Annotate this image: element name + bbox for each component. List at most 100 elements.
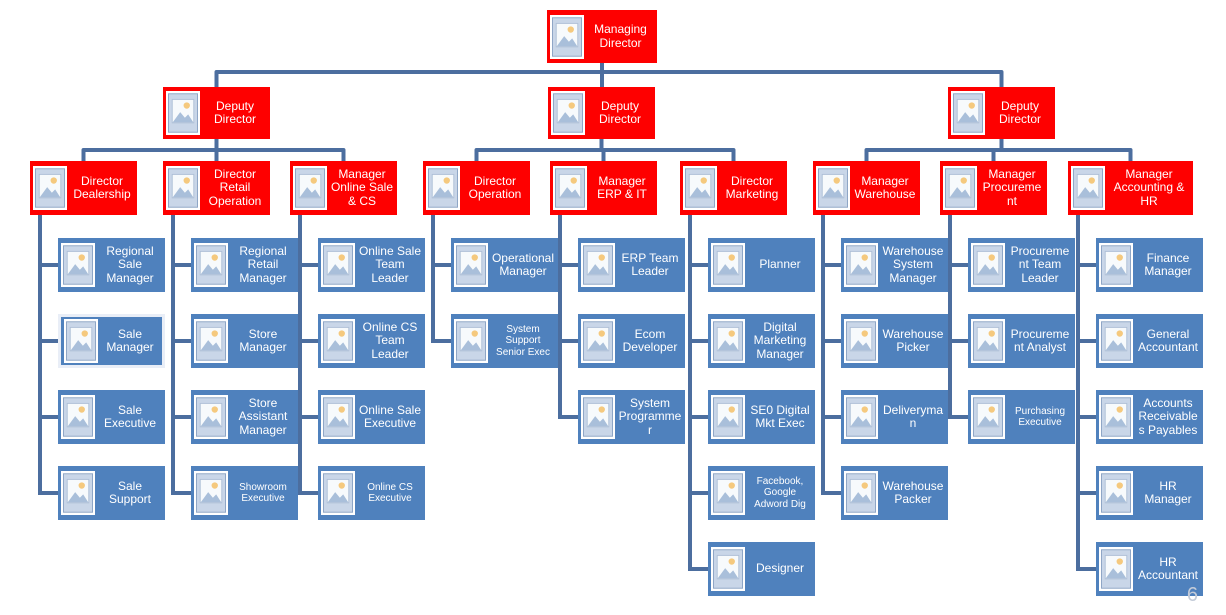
node-planner[interactable]: Planner	[708, 238, 815, 292]
node-online-sale-executive[interactable]: Online Sale Executive	[318, 390, 425, 444]
org-node-label: Sale Support	[108, 478, 152, 506]
node-purchasing-executive[interactable]: Purchasing Executive	[968, 390, 1075, 444]
org-node-label: Regional Retail Manager	[239, 243, 287, 285]
node-online-cs-executive[interactable]: Online CS Executive	[318, 466, 425, 520]
picture-placeholder-icon	[321, 395, 355, 439]
org-node-label: Store Manager	[239, 326, 287, 354]
node-manager-erp-it[interactable]: Manager ERP & IT	[550, 161, 657, 215]
node-deputy-director[interactable]: Deputy Director	[948, 87, 1055, 139]
node-manager-procurement[interactable]: Manager Procurement	[940, 161, 1047, 215]
node-procurement-analyst[interactable]: Procurement Analyst	[968, 314, 1075, 368]
node-deputy-director[interactable]: Deputy Director	[548, 87, 655, 139]
node-online-cs-team-leader[interactable]: Online CS Team Leader	[318, 314, 425, 368]
node-manager-online-sale-cs[interactable]: Manager Online Sale & CS	[290, 161, 397, 215]
picture-placeholder-icon	[64, 319, 98, 363]
node-deliveryman[interactable]: Deliveryman	[841, 390, 948, 444]
picture-placeholder-icon	[33, 166, 67, 210]
node-designer[interactable]: Designer	[708, 542, 815, 596]
org-node-label: Regional Sale Manager	[106, 243, 154, 285]
node-sale-manager[interactable]: Sale Manager	[58, 314, 165, 368]
node-facebook-google-adword-dig[interactable]: Facebook, Google Adword Dig	[708, 466, 815, 520]
picture-placeholder-icon	[293, 166, 327, 210]
node-se0-digital-mkt-exec[interactable]: SE0 Digital Mkt Exec	[708, 390, 815, 444]
org-node-label: Director Retail Operation	[208, 166, 262, 208]
node-regional-sale-manager[interactable]: Regional Sale Manager	[58, 238, 165, 292]
org-node-label: ERP Team Leader	[621, 250, 679, 278]
org-node-label: System Programmer	[618, 395, 682, 437]
picture-placeholder-icon	[971, 319, 1005, 363]
node-manager-accounting-hr[interactable]: Manager Accounting & HR	[1068, 161, 1193, 215]
node-erp-team-leader[interactable]: ERP Team Leader	[578, 238, 685, 292]
node-operational-manager[interactable]: Operational Manager	[451, 238, 558, 292]
picture-placeholder-icon	[951, 91, 985, 135]
org-node-label: Deputy Director	[213, 98, 256, 126]
org-node-label: Manager Online Sale & CS	[330, 166, 394, 208]
org-node-label: Warehouse System Manager	[882, 243, 944, 285]
node-system-programmer[interactable]: System Programmer	[578, 390, 685, 444]
node-store-manager[interactable]: Store Manager	[191, 314, 298, 368]
picture-placeholder-icon	[581, 395, 615, 439]
org-node-label: Warehouse Packer	[882, 478, 944, 506]
org-node-label: Manager Procurement	[982, 166, 1042, 208]
node-hr-manager[interactable]: HR Manager	[1096, 466, 1203, 520]
node-warehouse-packer[interactable]: Warehouse Packer	[841, 466, 948, 520]
slide-page-number: 6	[1186, 584, 1198, 606]
node-regional-retail-manager[interactable]: Regional Retail Manager	[191, 238, 298, 292]
org-node-label: Operational Manager	[491, 250, 555, 278]
org-node-label: Purchasing Executive	[1014, 405, 1066, 428]
picture-placeholder-icon	[321, 243, 355, 287]
org-node-label: Manager ERP & IT	[597, 173, 647, 201]
node-hr-accountant[interactable]: HR Accountant	[1096, 542, 1203, 596]
node-warehouse-system-manager[interactable]: Warehouse System Manager	[841, 238, 948, 292]
picture-placeholder-icon	[971, 395, 1005, 439]
node-showroom-executive[interactable]: Showroom Executive	[191, 466, 298, 520]
org-node-label: Online CS Team Leader	[362, 319, 418, 361]
picture-placeholder-icon	[711, 319, 745, 363]
picture-placeholder-icon	[194, 395, 228, 439]
node-finance-manager[interactable]: Finance Manager	[1096, 238, 1203, 292]
org-node-label: Digital Marketing Manager	[753, 319, 807, 361]
picture-placeholder-icon	[194, 471, 228, 515]
node-ecom-developer[interactable]: Ecom Developer	[578, 314, 685, 368]
node-director-operation[interactable]: Director Operation	[423, 161, 530, 215]
node-deputy-director[interactable]: Deputy Director	[163, 87, 270, 139]
node-online-sale-team-leader[interactable]: Online Sale Team Leader	[318, 238, 425, 292]
picture-placeholder-icon	[61, 471, 95, 515]
node-managing-director[interactable]: Managing Director	[547, 10, 657, 63]
node-store-assistant-manager[interactable]: Store Assistant Manager	[191, 390, 298, 444]
picture-placeholder-icon	[551, 91, 585, 135]
org-node-label: Procurement Analyst	[1010, 326, 1070, 354]
node-warehouse-picker[interactable]: Warehouse Picker	[841, 314, 948, 368]
org-node-label: Designer	[755, 561, 805, 576]
picture-placeholder-icon	[971, 243, 1005, 287]
node-director-retail-operation[interactable]: Director Retail Operation	[163, 161, 270, 215]
node-sale-support[interactable]: Sale Support	[58, 466, 165, 520]
org-node-label: Planner	[759, 257, 801, 272]
picture-placeholder-icon	[1099, 243, 1133, 287]
picture-placeholder-icon	[683, 166, 717, 210]
picture-placeholder-icon	[1099, 395, 1133, 439]
org-node-label: Director Operation	[468, 173, 522, 201]
org-node-label: System Support Senior Exec	[496, 324, 550, 358]
org-node-label: Warehouse Picker	[882, 326, 944, 354]
node-general-accountant[interactable]: General Accountant	[1096, 314, 1203, 368]
node-digital-marketing-manager[interactable]: Digital Marketing Manager	[708, 314, 815, 368]
picture-placeholder-icon	[1099, 547, 1133, 591]
node-procurement-team-leader[interactable]: Procurement Team Leader	[968, 238, 1075, 292]
node-manager-warehouse[interactable]: Manager Warehouse	[813, 161, 920, 215]
org-node-label: Managing Director	[594, 22, 647, 50]
picture-placeholder-icon	[711, 395, 745, 439]
org-node-label: Ecom Developer	[622, 326, 678, 354]
picture-placeholder-icon	[844, 243, 878, 287]
node-accounts-receivables-payables[interactable]: Accounts Receivables Payables	[1096, 390, 1203, 444]
node-sale-executive[interactable]: Sale Executive	[58, 390, 165, 444]
org-node-label: HR Accountant	[1137, 554, 1199, 582]
node-director-marketing[interactable]: Director Marketing	[680, 161, 787, 215]
node-system-support-senior-exec[interactable]: System Support Senior Exec	[451, 314, 558, 368]
picture-placeholder-icon	[581, 319, 615, 363]
org-node-label: Deputy Director	[998, 98, 1041, 126]
node-director-dealership[interactable]: Director Dealership	[30, 161, 137, 215]
picture-placeholder-icon	[194, 243, 228, 287]
